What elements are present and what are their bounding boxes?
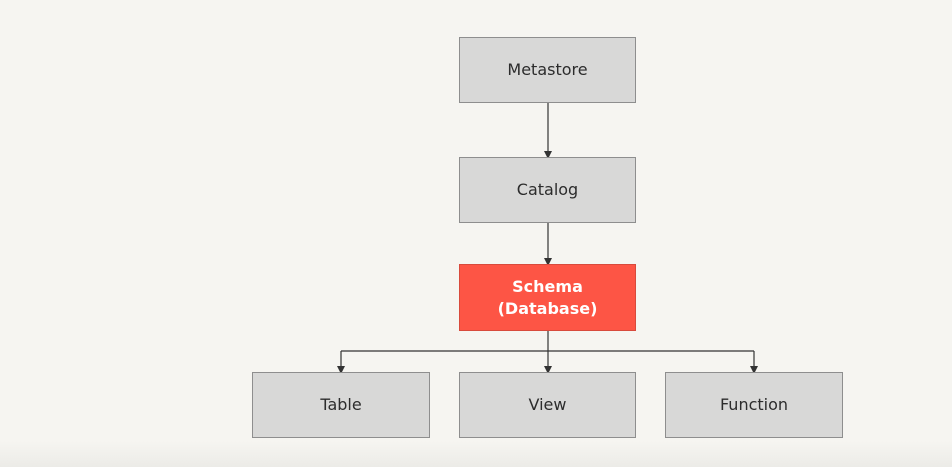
node-catalog: Catalog	[459, 157, 636, 223]
node-function: Function	[665, 372, 843, 438]
node-catalog-label: Catalog	[516, 180, 579, 199]
node-schema-label-line1: Schema	[512, 276, 583, 296]
node-view: View	[459, 372, 636, 438]
node-schema: Schema (Database)	[459, 264, 636, 331]
node-schema-label-line2: (Database)	[497, 298, 598, 318]
node-function-label: Function	[719, 395, 789, 414]
node-table: Table	[252, 372, 430, 438]
node-metastore-label: Metastore	[507, 60, 588, 79]
bottom-shade	[0, 441, 952, 467]
node-metastore: Metastore	[459, 37, 636, 103]
node-table-label: Table	[320, 395, 362, 414]
node-view-label: View	[528, 395, 567, 414]
